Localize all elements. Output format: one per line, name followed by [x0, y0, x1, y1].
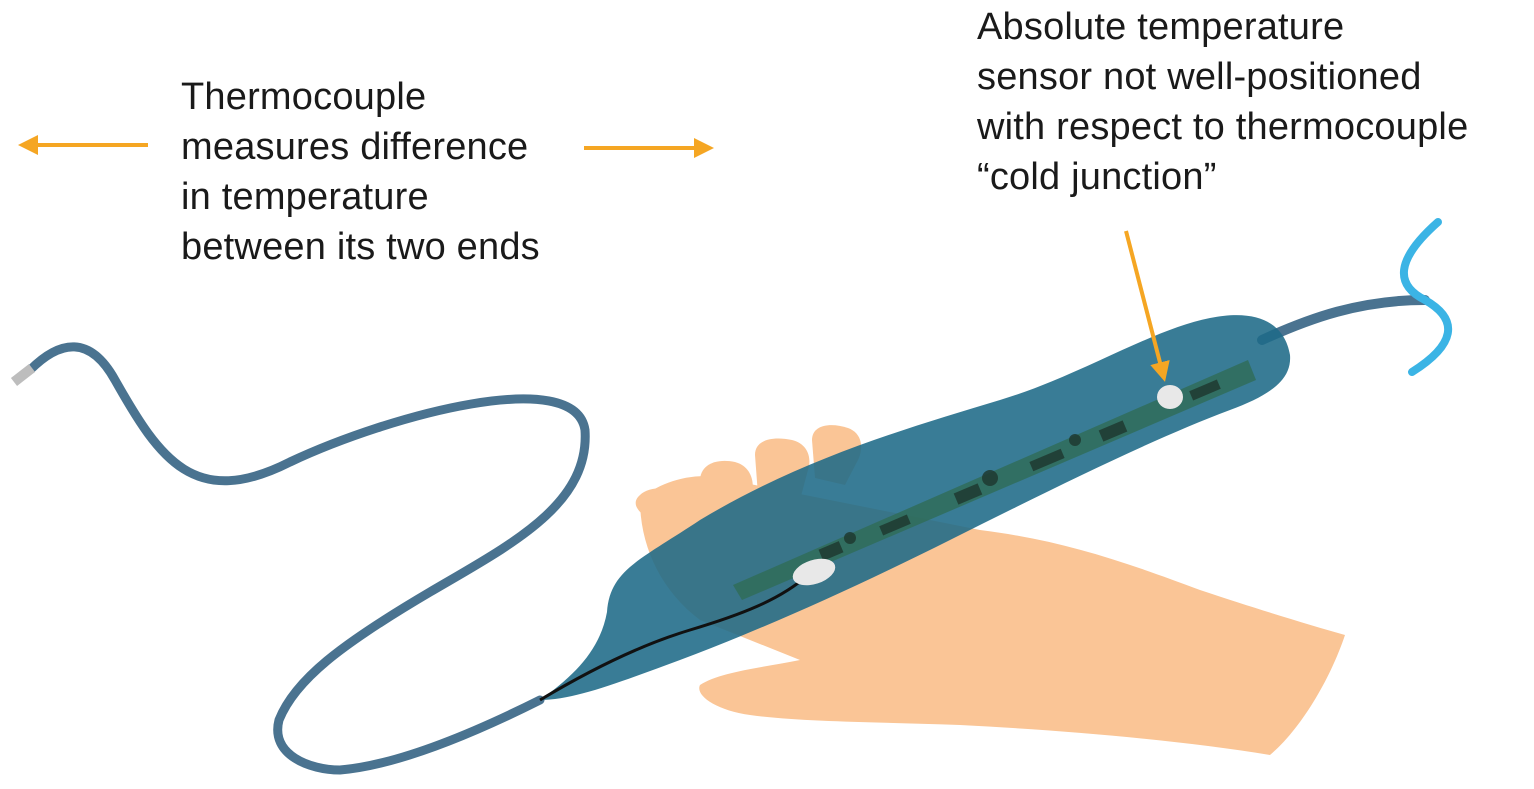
thermocouple-caption: Thermocouple measures difference in temp…: [181, 72, 540, 272]
caption-line: with respect to thermocouple: [977, 106, 1469, 148]
sensor-caption: Absolute temperature sensor not well-pos…: [977, 2, 1468, 202]
external-cable: [1257, 295, 1430, 345]
thermocouple-cable: [25, 342, 590, 775]
arrow-to-sensor: [1124, 230, 1170, 382]
caption-line: “cold junction”: [977, 156, 1217, 198]
caption-line: between its two ends: [181, 226, 540, 268]
internal-thermocouple-wire: [539, 573, 809, 702]
caption-line: in temperature: [181, 176, 429, 218]
circuit-board-components: [818, 379, 1221, 561]
caption-line: measures difference: [181, 126, 529, 168]
absolute-temperature-sensor: [1157, 385, 1183, 409]
thermocouple-tip: [10, 364, 36, 386]
caption-line: Thermocouple: [181, 76, 427, 118]
caption-line: Absolute temperature: [977, 6, 1345, 48]
caption-line: sensor not well-positioned: [977, 56, 1422, 98]
external-wire: [1399, 218, 1453, 376]
circuit-board: [733, 360, 1256, 600]
thermocouple-junction-bead: [792, 558, 836, 586]
